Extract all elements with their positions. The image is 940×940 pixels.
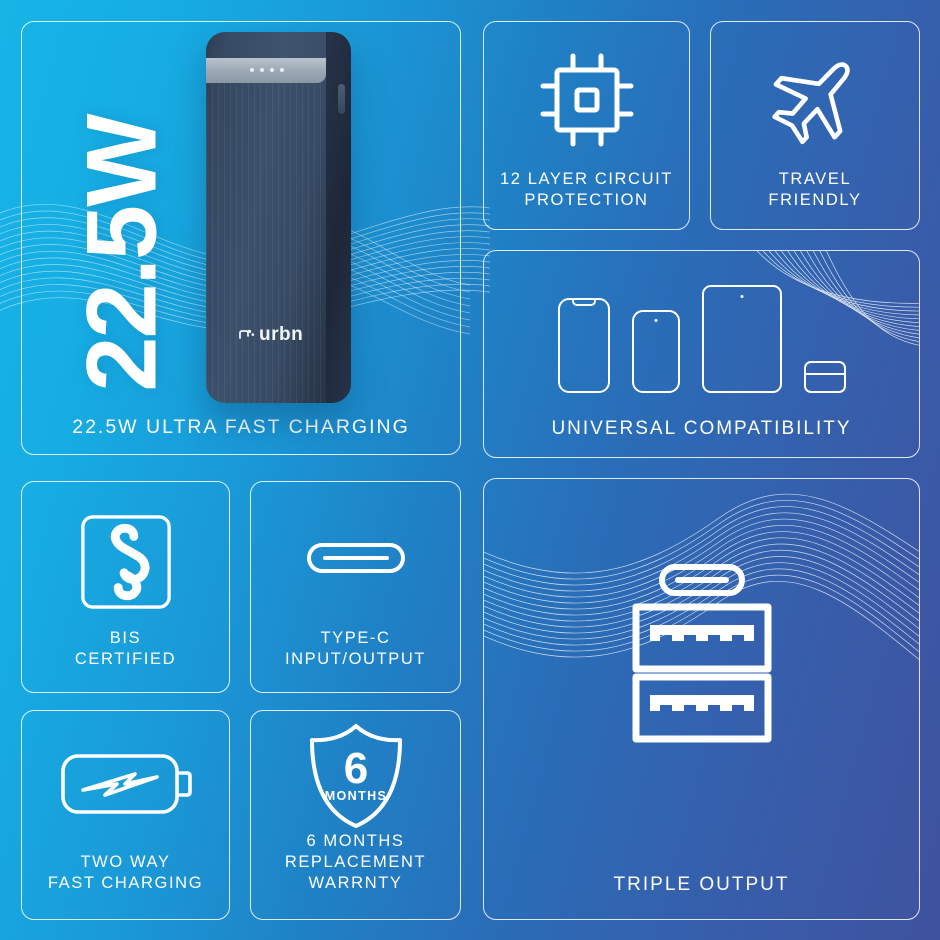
feature-card-bis-certified: BIS CERTIFIED bbox=[21, 481, 230, 693]
travel-caption-line2: FRIENDLY bbox=[768, 190, 862, 209]
power-bank-brand-logo: urbn bbox=[239, 324, 303, 346]
chip-icon bbox=[540, 53, 633, 147]
twoway-caption-line1: TWO WAY bbox=[80, 852, 171, 871]
devices-icon bbox=[557, 284, 846, 393]
typec-caption: TYPE-C INPUT/OUTPUT bbox=[285, 628, 426, 692]
usb-a-port-shape-2 bbox=[632, 673, 771, 743]
shield-unit: MONTHS bbox=[324, 789, 387, 803]
hero-wattage-label: 22.5W bbox=[65, 115, 177, 392]
ports-icon-wrap bbox=[484, 479, 919, 873]
phone-notch bbox=[571, 298, 596, 306]
tablet-icon bbox=[701, 284, 782, 393]
airplane-icon-wrap bbox=[711, 22, 919, 169]
universal-caption: UNIVERSAL COMPATIBILITY bbox=[551, 417, 852, 439]
circuit-icon-wrap bbox=[484, 22, 689, 169]
usb-a-port-shape-1 bbox=[632, 603, 771, 673]
circuit-caption-line2: PROTECTION bbox=[524, 190, 649, 209]
phone-with-camera-icon bbox=[631, 309, 680, 393]
urbn-mark-icon bbox=[239, 329, 255, 339]
bis-caption-line1: BIS bbox=[109, 628, 142, 647]
urbn-logo-text: urbn bbox=[259, 324, 304, 345]
twoway-caption: TWO WAY FAST CHARGING bbox=[48, 852, 203, 919]
feature-card-triple-output: TRIPLE OUTPUT bbox=[483, 478, 920, 920]
typec-icon-wrap bbox=[251, 482, 460, 628]
triple-output-caption: TRIPLE OUTPUT bbox=[613, 873, 790, 895]
travel-caption-line1: TRAVEL bbox=[778, 169, 852, 188]
phone-with-notch-icon bbox=[557, 297, 610, 393]
circuit-caption-line1: 12 LAYER CIRCUIT bbox=[500, 169, 673, 188]
devices-icon-wrap bbox=[484, 251, 919, 417]
feature-card-two-way-charging: TWO WAY FAST CHARGING bbox=[21, 710, 230, 920]
typec-caption-line1: TYPE-C bbox=[320, 628, 391, 647]
travel-caption: TRAVEL FRIENDLY bbox=[768, 169, 861, 229]
twoway-caption-line2: FAST CHARGING bbox=[47, 873, 204, 892]
hero-product-stage: 22.5W urbn bbox=[22, 22, 460, 415]
warranty-caption-line3: WARRNTY bbox=[308, 873, 403, 892]
circuit-caption: 12 LAYER CIRCUIT PROTECTION bbox=[500, 169, 673, 229]
power-bank-led-indicators bbox=[250, 68, 284, 72]
warranty-caption-line2: REPLACEMENT bbox=[284, 852, 427, 871]
bis-caption: BIS CERTIFIED bbox=[75, 628, 176, 692]
feature-card-circuit-protection: 12 LAYER CIRCUIT PROTECTION bbox=[483, 21, 690, 230]
card-device-icon bbox=[803, 360, 846, 393]
bis-icon-wrap bbox=[22, 482, 229, 628]
airplane-icon bbox=[772, 62, 850, 145]
shield-icon-wrap: 6 MONTHS bbox=[251, 711, 460, 831]
power-bank-texture bbox=[206, 82, 326, 403]
feature-card-universal-compatibility: UNIVERSAL COMPATIBILITY bbox=[483, 250, 920, 458]
feature-card-travel-friendly: TRAVEL FRIENDLY bbox=[710, 21, 920, 230]
feature-card-type-c-io: TYPE-C INPUT/OUTPUT bbox=[250, 481, 461, 693]
ports-icon bbox=[632, 564, 771, 743]
hero-caption: 22.5W ULTRA FAST CHARGING bbox=[72, 416, 410, 439]
card-stripe bbox=[803, 372, 846, 375]
warranty-caption-line1: 6 MONTHS bbox=[306, 831, 405, 850]
shield-number: 6 bbox=[343, 744, 367, 793]
battery-icon-wrap bbox=[22, 711, 229, 852]
feature-card-ultra-fast-charging: 22.5W urbn bbox=[21, 21, 461, 455]
power-bank-top-band bbox=[206, 58, 326, 83]
typec-caption-line2: INPUT/OUTPUT bbox=[284, 649, 427, 668]
shield-icon: 6 MONTHS bbox=[309, 723, 402, 828]
feature-card-replacement-warranty: 6 MONTHS 6 MONTHS REPLACEMENT WARRNTY bbox=[250, 710, 461, 920]
battery-bolt-icon bbox=[60, 754, 192, 815]
tablet-camera-dot bbox=[740, 294, 743, 298]
power-bank-product-image: urbn bbox=[206, 32, 351, 403]
usb-type-c-port-icon bbox=[306, 542, 405, 573]
bis-standard-mark-icon bbox=[80, 515, 171, 609]
bis-caption-line2: CERTIFIED bbox=[74, 649, 177, 668]
usb-type-c-port-shape bbox=[658, 564, 745, 596]
warranty-caption: 6 MONTHS REPLACEMENT WARRNTY bbox=[285, 831, 426, 919]
phone-camera-dot bbox=[654, 318, 657, 322]
power-bank-power-button bbox=[338, 84, 345, 114]
